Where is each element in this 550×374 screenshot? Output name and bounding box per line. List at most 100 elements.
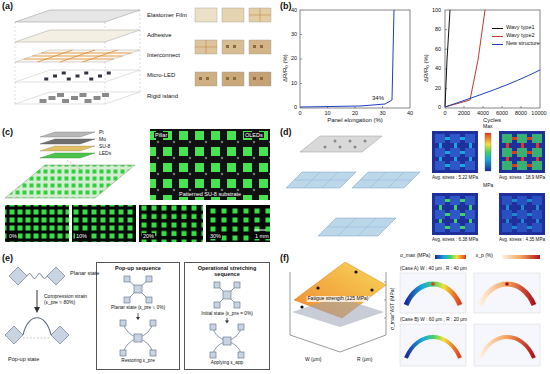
strain-chart xyxy=(300,10,394,107)
process-thumbnails xyxy=(195,8,271,54)
text-label: Panel elongation (%) xyxy=(327,117,383,124)
text-label: Micro-LED xyxy=(147,72,175,79)
text-label: Patterned SU-8 substrate xyxy=(178,191,242,197)
text-label: R (μm) xyxy=(357,357,372,363)
cycle-chart xyxy=(445,10,485,107)
fatigue-surface xyxy=(384,282,386,283)
text-label: Rigid island xyxy=(147,93,178,100)
process-thumbnails xyxy=(253,45,256,48)
text-label: 30% xyxy=(209,233,222,239)
island-plates xyxy=(294,180,348,181)
fatigue-surface xyxy=(384,300,386,301)
oled-stack xyxy=(40,146,95,151)
popup-illustration xyxy=(223,337,231,345)
process-thumbnails xyxy=(249,8,271,22)
layer-stack xyxy=(15,92,140,104)
cycle-chart xyxy=(445,10,540,108)
oled-stack xyxy=(150,129,270,200)
text-label: W (μm) xyxy=(305,357,321,363)
text-label: Avg. stress : 4.35 MPa xyxy=(499,237,545,242)
box-heading: Pop-up sequence xyxy=(99,265,177,271)
oled-stack xyxy=(5,205,69,242)
axis-title: σ_max^AST (MPa) xyxy=(390,288,396,330)
layer-stack xyxy=(62,99,69,103)
text-label: 100 xyxy=(432,7,441,13)
layer-stack xyxy=(38,50,73,62)
island-plates xyxy=(324,140,367,149)
popup-illustration xyxy=(238,324,244,330)
text-label: 10% xyxy=(75,233,88,239)
popup-illustration xyxy=(136,317,140,320)
text-label: Planar state xyxy=(70,270,99,276)
island-plates xyxy=(352,172,420,188)
text-label: 10000 xyxy=(531,110,546,116)
panel-letter: (e) xyxy=(2,253,13,263)
process-thumbnails xyxy=(195,8,271,86)
box-heading: Operational stretching sequence xyxy=(187,265,267,278)
cycle-chart xyxy=(445,70,540,107)
axis-title: ΔR/R₀ (%) xyxy=(282,54,289,82)
panel-letter: (d) xyxy=(280,127,292,137)
strain-chart xyxy=(300,34,302,35)
fatigue-maps xyxy=(406,337,460,358)
island-plates xyxy=(339,146,342,149)
text-label: Mo xyxy=(99,137,106,143)
text-label: 60 xyxy=(435,46,441,52)
fatigue-maps xyxy=(400,324,466,366)
text-label: Avg. stress : 18.9 MPa xyxy=(499,175,545,180)
popup-illustration xyxy=(225,321,229,324)
fatigue-surface xyxy=(290,335,386,352)
panel-letter: (c) xyxy=(2,127,13,137)
text-label: 0 xyxy=(294,104,297,110)
cycle-chart xyxy=(445,29,447,30)
process-thumbnails xyxy=(199,45,263,80)
island-plates xyxy=(338,218,356,236)
island-plates xyxy=(304,172,320,188)
stress-maps xyxy=(435,134,475,170)
island-plates xyxy=(334,140,337,143)
text-label: OLEDs xyxy=(244,132,264,138)
process-thumbnails xyxy=(260,45,263,48)
popup-illustration xyxy=(5,326,23,344)
text-label: 40 xyxy=(435,65,441,71)
layer-stack xyxy=(84,72,88,75)
text-label: 40 xyxy=(407,110,413,116)
layer-stack xyxy=(15,10,140,104)
fatigue-surface xyxy=(386,272,387,335)
popup-illustration xyxy=(120,320,126,326)
fatigue-maps xyxy=(474,324,540,366)
text-label: 40 xyxy=(291,7,297,13)
strain-chart xyxy=(382,106,383,108)
text-label: Restoring ε_pre xyxy=(121,358,155,364)
island-plates xyxy=(364,140,367,143)
text-label: SU-8 xyxy=(99,144,110,150)
island-plates xyxy=(349,140,352,143)
popup-illustration xyxy=(214,302,220,308)
stress-maps xyxy=(502,134,542,170)
layer-stack xyxy=(60,50,95,62)
text-label: ε_p (%) xyxy=(476,253,493,259)
text-label: Compression strain (ε_pre ≈ 80%) xyxy=(44,294,94,306)
fatigue-maps xyxy=(435,255,466,259)
popup-illustration xyxy=(51,326,69,344)
panel-letter: (b) xyxy=(280,1,292,11)
layer-stack xyxy=(53,75,57,78)
text-label: 8000 xyxy=(515,110,527,116)
popup-illustration xyxy=(37,290,38,308)
island-plates xyxy=(286,172,356,188)
text-label: 20% xyxy=(142,233,155,239)
layer-stack xyxy=(71,96,78,100)
oled-stack xyxy=(206,205,270,242)
island-plates xyxy=(388,172,404,188)
process-thumbnails xyxy=(233,77,236,80)
strain-chart xyxy=(300,83,302,84)
popup-illustration xyxy=(120,350,126,356)
text-label: 6000 xyxy=(496,110,508,116)
text-label: Pillar xyxy=(154,132,168,138)
layer-stack xyxy=(76,75,80,78)
panel-letter: (f) xyxy=(280,253,289,263)
text-label: 10 xyxy=(291,80,297,86)
strain-chart xyxy=(300,10,410,108)
oled-stack xyxy=(67,160,82,170)
